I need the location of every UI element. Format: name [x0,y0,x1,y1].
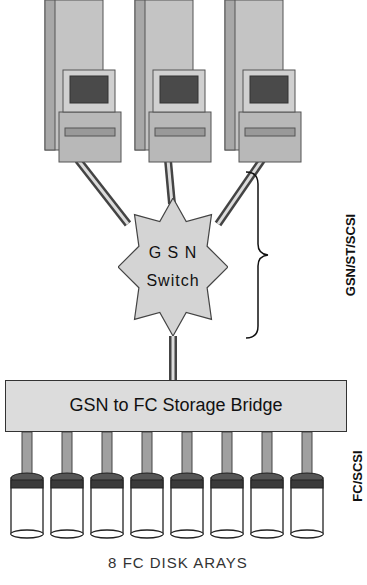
node-text: GSN to FC Storage Bridge [69,390,282,422]
disk-array [171,432,203,538]
workstation [135,0,211,162]
caption-label: 8 FC DISK ARAYS [108,554,248,571]
disk-array [251,432,283,538]
switch-outline [118,198,228,336]
node-text: G S N Switch [138,239,208,295]
disk-array [291,432,323,538]
workstation [45,0,121,162]
disk-array [91,432,123,538]
bridge-box: GSN to FC Storage Bridge [5,380,347,432]
double-link [173,336,174,380]
disk-arrays [11,432,323,538]
bus-label: GSN/ST/SCSI [343,214,358,296]
disk-array [11,432,43,538]
switch-star: G S N Switch [118,198,228,336]
workstation [225,0,301,162]
disk-array [51,432,83,538]
bus-label: FC/SCSI [350,450,365,501]
disk-array [131,432,163,538]
brace [246,172,268,338]
disk-array [211,432,243,538]
